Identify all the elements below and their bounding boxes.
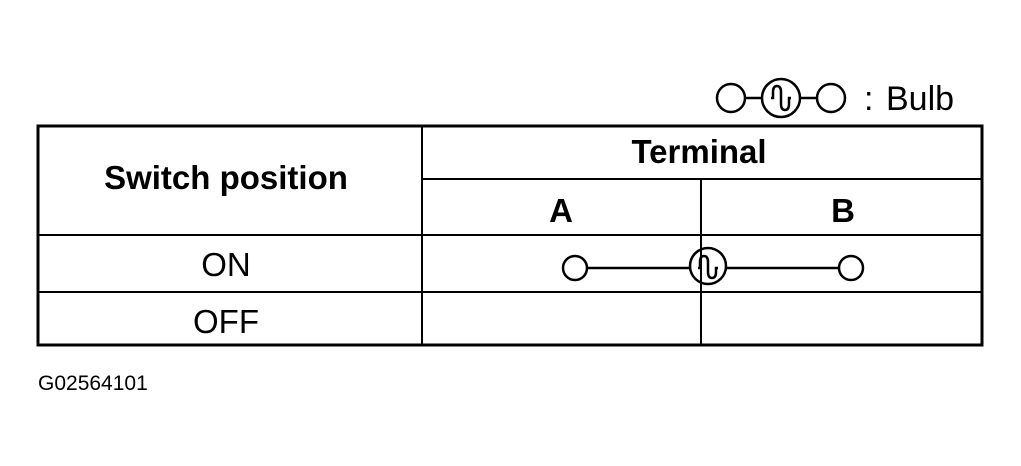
bulb-legend: : Bulb bbox=[715, 77, 954, 119]
figure-code: G02564101 bbox=[38, 372, 148, 395]
row-on-label: ON bbox=[201, 246, 251, 283]
terminal-b-node-icon bbox=[837, 254, 865, 282]
header-terminal: Terminal bbox=[631, 133, 766, 170]
header-terminal-a: A bbox=[549, 192, 573, 229]
terminal-a-node-icon bbox=[561, 254, 589, 282]
header-switch-position: Switch position bbox=[104, 159, 348, 196]
continuity-table: Switch position Terminal A B ON OFF bbox=[36, 124, 984, 347]
bulb-icon bbox=[688, 246, 728, 286]
bulb-symbol-icon bbox=[715, 77, 847, 119]
on-row-continuity bbox=[561, 246, 865, 286]
row-off-label: OFF bbox=[193, 303, 259, 340]
legend-separator: : bbox=[864, 80, 873, 118]
legend-label: Bulb bbox=[886, 80, 954, 118]
header-terminal-b: B bbox=[831, 192, 855, 229]
